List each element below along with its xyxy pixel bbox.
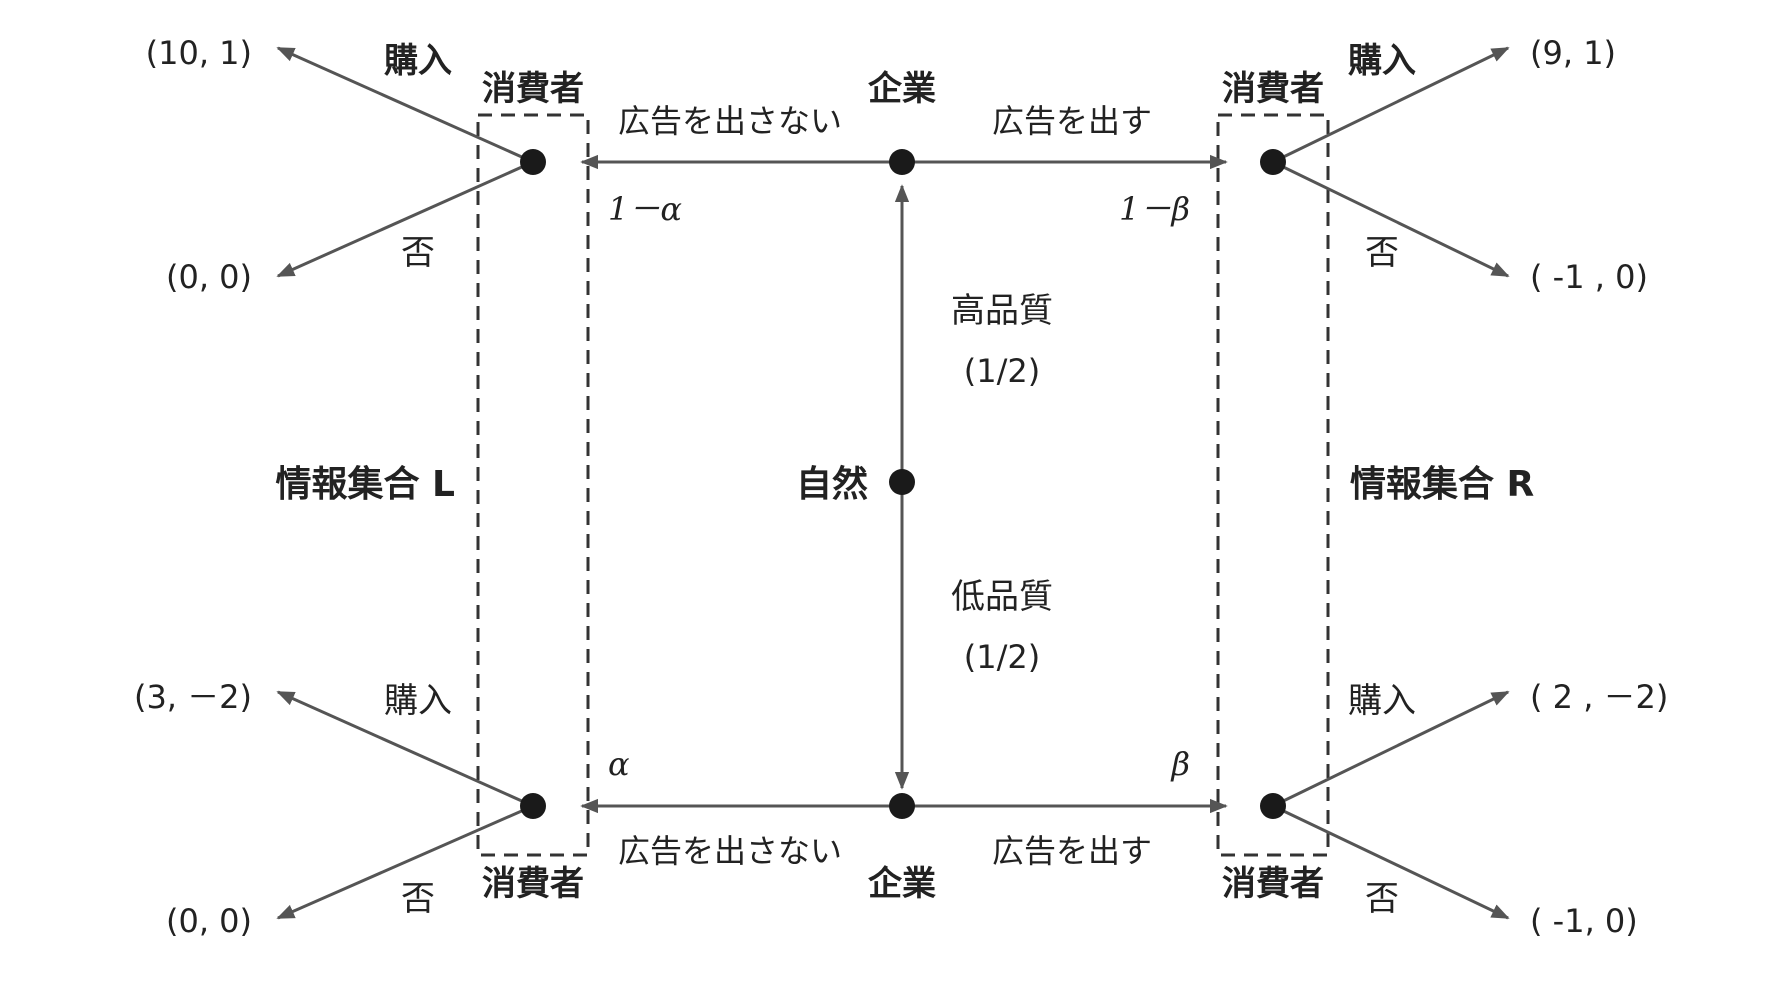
top-left-no-label: 否: [401, 233, 435, 273]
consumer-top-right-buy-edge: [1272, 46, 1510, 164]
payoff-bottom-left-buy: (3, －2): [134, 678, 252, 716]
bottom-left-buy-label: 購入: [384, 681, 452, 721]
consumer-top-left-label: 消費者: [482, 69, 584, 109]
consumer-top-right-label: 消費者: [1222, 69, 1324, 109]
consumer-bottom-left-no-edge: [276, 804, 534, 920]
consumer-top-left-node: [520, 149, 546, 175]
consumer-top-right-node: [1260, 149, 1286, 175]
consumer-bottom-left-node: [520, 793, 546, 819]
nature-label: 自然: [796, 463, 868, 505]
bottom-ad-label: 広告を出す: [992, 832, 1152, 870]
payoff-top-left-buy: (10, 1): [146, 34, 252, 72]
payoff-bottom-right-buy: ( 2 , －2): [1530, 678, 1668, 716]
payoff-top-right-no: ( -1 , 0): [1530, 258, 1648, 296]
bottom-left-no-label: 否: [401, 879, 435, 919]
consumer-top-left-buy-edge: [276, 46, 534, 164]
top-no-ad-label: 広告を出さない: [618, 102, 842, 140]
top-right-no-label: 否: [1365, 233, 1399, 273]
bottom-right-no-label: 否: [1365, 879, 1399, 919]
belief-bottom-left: α: [608, 745, 630, 783]
consumer-bottom-right-node: [1260, 793, 1286, 819]
high-quality-label: 高品質: [951, 291, 1053, 331]
info-set-left-label: 情報集合 L: [276, 464, 455, 505]
firm-bottom-node: [889, 793, 915, 819]
nature-node: [889, 469, 915, 495]
consumer-bottom-right-no-edge: [1272, 804, 1510, 920]
consumer-bottom-right-label: 消費者: [1222, 864, 1324, 904]
firm-top-label: 企業: [868, 69, 936, 109]
consumer-top-left-no-edge: [276, 160, 534, 278]
bottom-right-buy-label: 購入: [1348, 681, 1416, 721]
payoff-top-right-buy: (9, 1): [1530, 34, 1616, 72]
top-right-buy-label: 購入: [1348, 41, 1416, 81]
consumer-bottom-right-buy-edge: [1272, 690, 1510, 808]
top-left-buy-label: 購入: [384, 41, 452, 81]
top-ad-label: 広告を出す: [992, 102, 1152, 140]
belief-top-left: 1－α: [608, 190, 682, 228]
consumer-top-right-no-edge: [1272, 160, 1510, 278]
high-prob-label: (1/2): [964, 352, 1040, 390]
info-set-right-box: [1216, 113, 1330, 857]
belief-bottom-right: β: [1171, 745, 1191, 783]
firm-bottom-label: 企業: [868, 864, 936, 904]
belief-top-right: 1－β: [1119, 190, 1190, 228]
low-prob-label: (1/2): [964, 638, 1040, 676]
firm-top-node: [889, 149, 915, 175]
consumer-bottom-left-buy-edge: [276, 690, 534, 808]
info-set-right-label: 情報集合 R: [1350, 464, 1534, 505]
info-set-left-box: [476, 113, 590, 857]
payoff-bottom-left-no: (0, 0): [166, 902, 252, 940]
low-quality-label: 低品質: [951, 577, 1053, 617]
payoff-bottom-right-no: ( -1, 0): [1530, 902, 1638, 940]
payoff-top-left-no: (0, 0): [166, 258, 252, 296]
consumer-bottom-left-label: 消費者: [482, 864, 584, 904]
bottom-no-ad-label: 広告を出さない: [618, 832, 842, 870]
